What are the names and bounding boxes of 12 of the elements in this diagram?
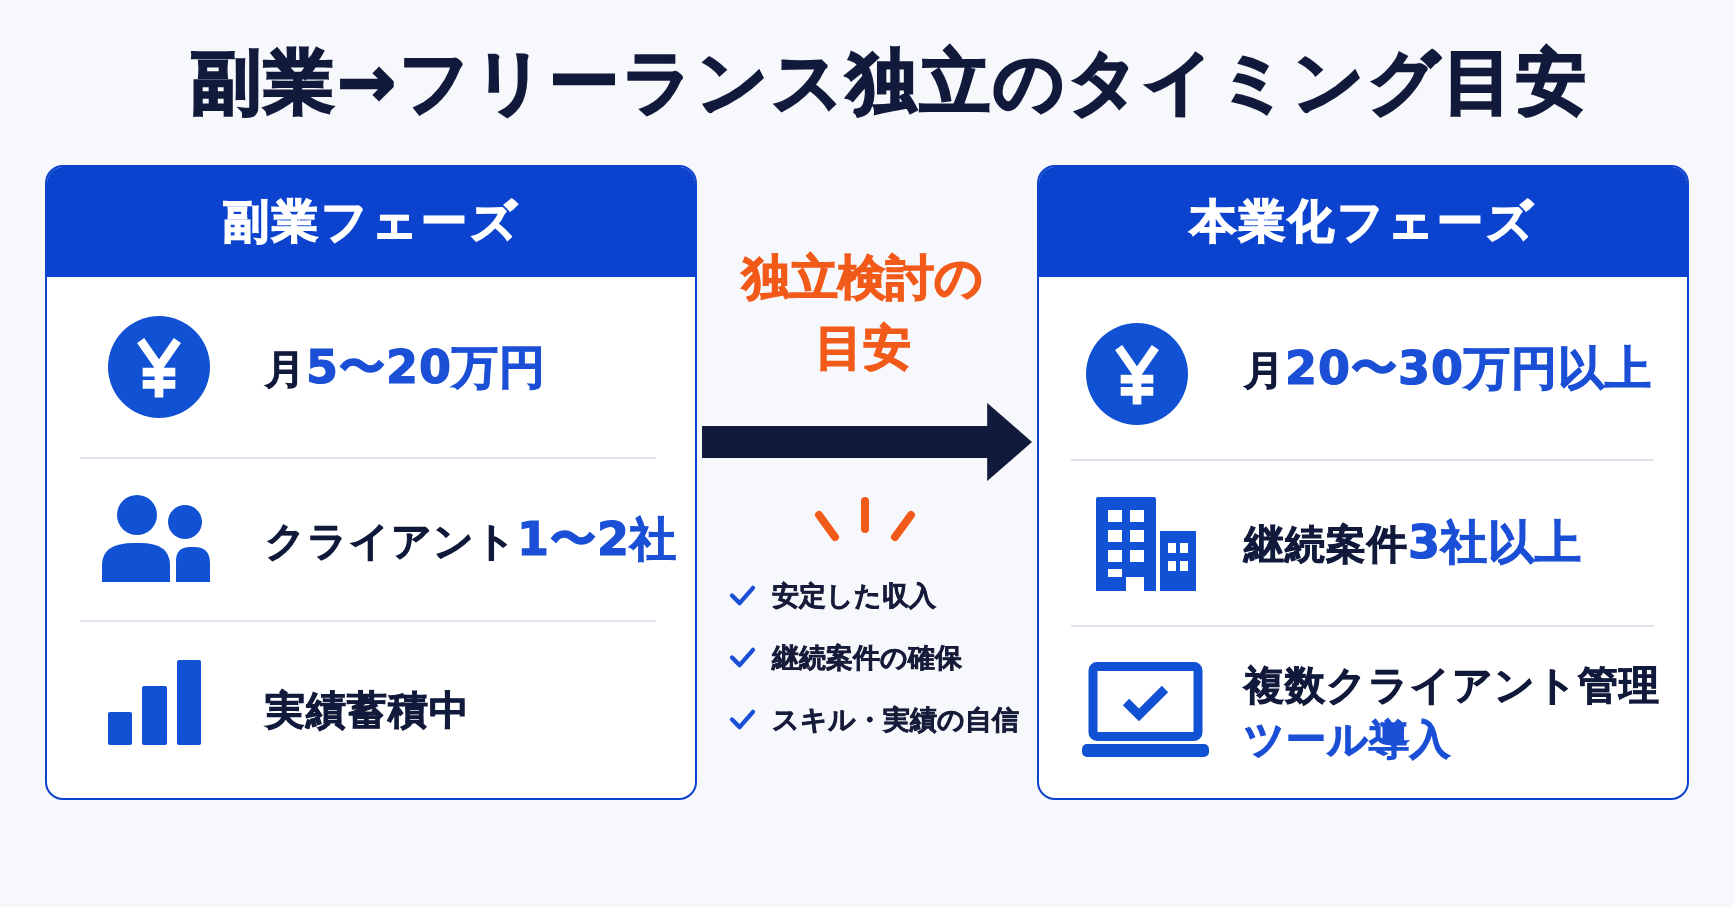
arrow	[702, 402, 1032, 482]
title: 副業→フリーランス独立のタイミング目安	[191, 40, 1589, 124]
checklist-text: 安定した収入	[772, 579, 936, 614]
phase-card	[1037, 165, 1689, 800]
phase-card	[45, 165, 697, 800]
item-text: 実績蓄積中	[265, 686, 470, 735]
checklist-text: 継続案件の確保	[772, 641, 962, 676]
item-text: 複数クライアント管理ツール導入	[1244, 661, 1660, 764]
card-header: 副業フェーズ	[47, 167, 695, 277]
item-text: 継続案件3社以上	[1244, 513, 1582, 571]
checklist-text: スキル・実績の自信	[772, 703, 1019, 738]
card-header: 本業化フェーズ	[1039, 167, 1687, 277]
